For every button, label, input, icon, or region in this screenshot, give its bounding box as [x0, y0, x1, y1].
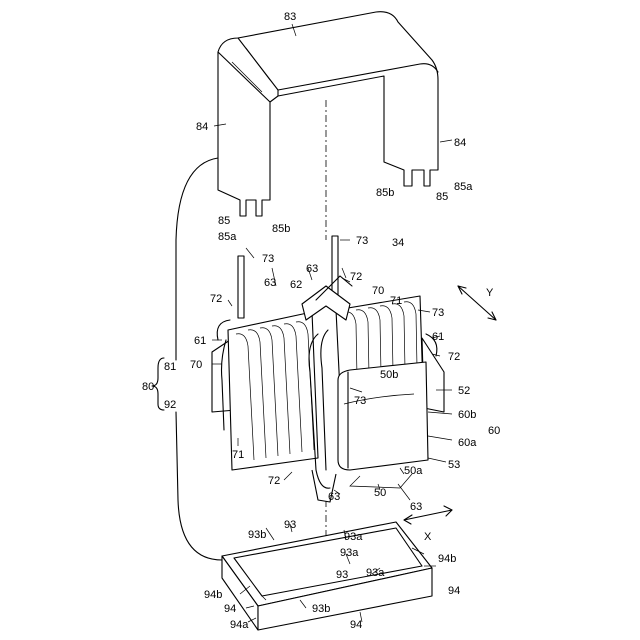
ref-label: 83 [284, 11, 296, 23]
cover-83 [218, 12, 438, 216]
ref-label: 85a [218, 231, 237, 243]
ref-label: 73 [262, 253, 274, 265]
ref-label: 84 [196, 121, 208, 133]
ref-label: 93a [366, 567, 385, 579]
ref-label: 50b [380, 369, 398, 381]
ref-label: 63 [306, 263, 318, 275]
ref-label: 72 [350, 271, 362, 283]
ref-label: 71 [390, 295, 402, 307]
ref-label: 94b [204, 589, 222, 601]
ref-label: 93b [312, 603, 330, 615]
ref-label: 94 [350, 619, 362, 631]
ref-label: 72 [268, 475, 280, 487]
ref-label: 85b [272, 223, 290, 235]
ref-label: X [424, 531, 432, 543]
ref-label: 81 [164, 361, 176, 373]
lead-92 [176, 412, 222, 560]
ref-label: 94b [438, 553, 456, 565]
ref-label: 85a [454, 181, 473, 193]
ref-label: 60b [458, 409, 476, 421]
ref-label: 93 [284, 519, 296, 531]
ref-label: 34 [392, 237, 404, 249]
ref-label: 63 [328, 491, 340, 503]
ref-label: 92 [164, 399, 176, 411]
ref-label: 72 [448, 351, 460, 363]
ref-label: 52 [458, 385, 470, 397]
ref-label: 93 [336, 569, 348, 581]
lead-81 [176, 158, 218, 360]
ref-label: 63 [410, 501, 422, 513]
ref-label: 60a [458, 437, 477, 449]
ref-label: 61 [194, 335, 206, 347]
ref-label: 73 [354, 395, 366, 407]
ref-label: 94a [230, 619, 249, 631]
ref-label: 63 [264, 277, 276, 289]
terminal-pin [238, 256, 244, 318]
ref-label: 73 [432, 307, 444, 319]
ref-label: 93a [344, 531, 363, 543]
ref-label: 50a [404, 465, 423, 477]
terminal-pin [332, 236, 338, 300]
ref-label: 70 [372, 285, 384, 297]
ref-label: 53 [448, 459, 460, 471]
ref-label: 85 [436, 191, 448, 203]
ref-label: 70 [190, 359, 202, 371]
ref-label: 71 [232, 449, 244, 461]
ref-label: 62 [290, 279, 302, 291]
ref-label: 85 [218, 215, 230, 227]
ref-label: 94 [448, 585, 460, 597]
ref-label: Y [486, 287, 494, 299]
ref-label: 50 [374, 487, 386, 499]
ref-label: 80 [142, 381, 154, 393]
ref-label: 72 [210, 293, 222, 305]
ref-label: 85b [376, 187, 394, 199]
coil-assembly-34 [212, 236, 444, 502]
ref-label: 93b [248, 529, 266, 541]
ref-label: 73 [356, 235, 368, 247]
ref-label: 94 [224, 603, 236, 615]
ref-label: 93a [340, 547, 359, 559]
ref-label: 61 [432, 331, 444, 343]
ref-label: 60 [488, 425, 500, 437]
ref-label: 84 [454, 137, 466, 149]
